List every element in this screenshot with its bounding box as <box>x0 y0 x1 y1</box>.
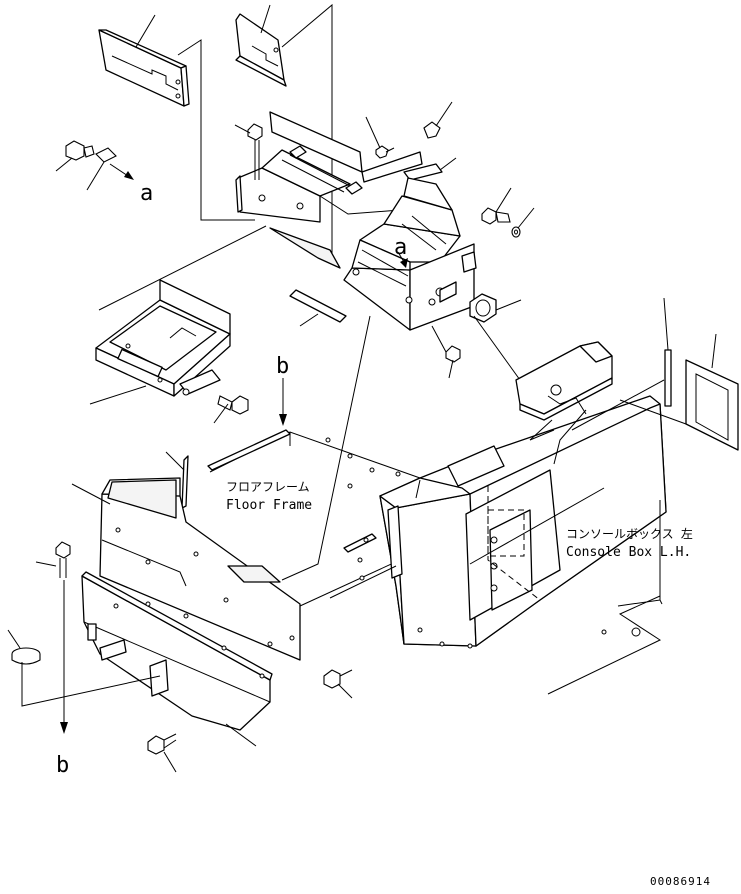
leader-line <box>448 359 454 379</box>
leader-line <box>711 333 717 369</box>
leader-line <box>299 313 319 327</box>
leader-line <box>329 565 397 599</box>
arrow-to-a <box>397 251 405 263</box>
leader-line <box>86 161 105 191</box>
phantom-line <box>431 325 447 353</box>
leader-line <box>495 187 512 213</box>
phantom-line <box>617 599 663 607</box>
leader-line <box>165 451 185 471</box>
clamp-strip-left <box>181 455 189 509</box>
arrow-head <box>400 258 408 268</box>
leader-line <box>55 157 73 172</box>
clip-left <box>95 147 117 163</box>
bolt-tray <box>217 395 249 415</box>
leader-line <box>663 297 669 351</box>
bolt-vertical <box>247 123 263 180</box>
leader-line <box>495 299 522 311</box>
phantom-line <box>21 662 161 707</box>
washer-right <box>511 226 521 238</box>
phantom-line <box>619 399 687 425</box>
phantom-line <box>281 315 371 581</box>
ref-b-top: b <box>276 354 289 379</box>
phantom-line <box>281 3 333 258</box>
ref-a-center: a <box>394 235 407 260</box>
upper-cover-plate-center <box>235 13 287 87</box>
phantom-line <box>571 379 665 431</box>
arrow-head <box>60 722 68 734</box>
leader-line <box>7 629 21 649</box>
leader-line <box>163 751 177 773</box>
bolt-lower-left <box>55 541 71 578</box>
lower-under-cover <box>81 571 273 731</box>
leader-line <box>71 483 111 505</box>
leader-line <box>135 14 156 48</box>
plug-cap <box>11 647 41 665</box>
leader-line <box>225 723 257 747</box>
center-bracket-box <box>343 177 477 331</box>
left-bracket-tray <box>95 279 231 397</box>
leader-line <box>260 4 271 34</box>
console-box-label-en: Console Box L.H. <box>566 545 691 560</box>
grommet <box>469 293 497 323</box>
bolt-bottom-right <box>323 669 353 689</box>
arrow-head <box>124 171 134 180</box>
arrow-head <box>279 414 287 426</box>
leader-line <box>469 487 605 565</box>
upper-bracket-assembly <box>235 111 423 269</box>
leader-line <box>213 403 229 424</box>
nut-lower <box>445 345 461 363</box>
leader-line <box>234 124 251 134</box>
upper-cover-plate-left <box>98 29 190 107</box>
bolt-left <box>65 140 95 161</box>
leader-line <box>365 116 381 149</box>
console-box-label-jp: コンソールボックス 左 <box>566 526 693 541</box>
phantom-line <box>98 225 267 311</box>
leader-line <box>337 683 353 699</box>
leader-line <box>89 385 147 405</box>
ref-b-bottom: b <box>56 753 69 778</box>
bolt-bottom-center <box>147 733 177 755</box>
small-bolt-center <box>375 145 395 159</box>
under-cover-plate <box>99 477 301 661</box>
drawing-number: 00086914 <box>650 875 711 888</box>
seal-pad <box>685 359 739 451</box>
leader-line <box>435 101 453 127</box>
phantom-line <box>177 39 255 221</box>
ref-a-left: a <box>140 181 153 206</box>
clamp-rail-lower <box>289 289 347 323</box>
leader-line <box>439 157 457 171</box>
floor-frame-label-en: Floor Frame <box>226 498 312 513</box>
leader-line <box>35 561 57 567</box>
floor-frame-label-jp: フロアフレーム <box>226 480 310 494</box>
phantom-line <box>553 409 587 465</box>
console-box-lh <box>379 341 667 649</box>
phantom-line <box>473 315 521 381</box>
side-strip <box>664 349 672 407</box>
bolt-right <box>481 207 511 225</box>
arrow-to-a <box>109 163 129 177</box>
clamp-rail-upper <box>403 163 443 181</box>
leader-line <box>517 207 535 229</box>
